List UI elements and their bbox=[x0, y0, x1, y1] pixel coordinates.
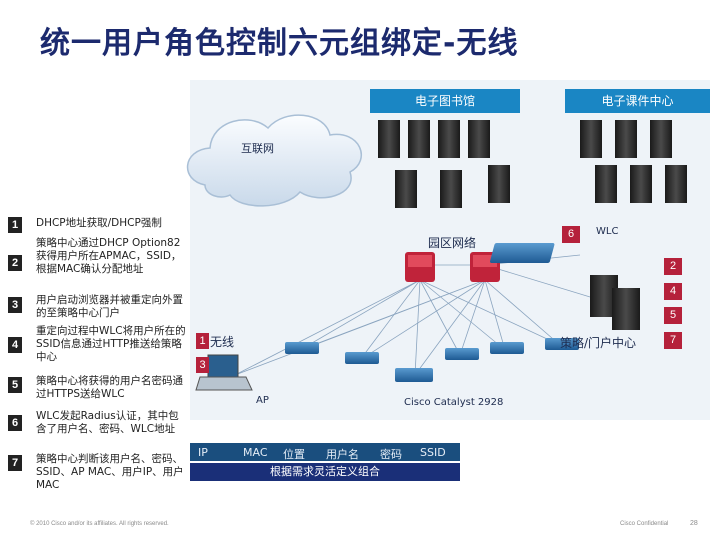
portal-step-badge-4: 7 bbox=[664, 332, 682, 349]
library-banner: 电子图书馆 bbox=[370, 89, 520, 113]
step-text: 策略中心将获得的用户名密码通过HTTPS送给WLC bbox=[36, 375, 183, 400]
portal-servers bbox=[590, 275, 640, 330]
step-text: 重定向过程中WLC将用户所在的SSID信息通过HTTP推送给策略中心 bbox=[36, 325, 186, 363]
attribute-combo-caption: 根据需求灵活定义组合 bbox=[190, 463, 460, 481]
attr-mac: MAC bbox=[243, 446, 268, 459]
courseware-banner: 电子课件中心 bbox=[565, 89, 710, 113]
policy-portal-label: 策略/门户中心 bbox=[560, 336, 637, 350]
attr-ip: IP bbox=[198, 446, 208, 459]
page-number: 28 bbox=[690, 520, 698, 527]
access-points bbox=[285, 338, 579, 382]
internet-label: 互联网 bbox=[241, 142, 274, 155]
copyright: © 2010 Cisco and/or its affiliates. All … bbox=[30, 521, 169, 527]
wireless-label: 无线 bbox=[210, 335, 235, 349]
switch-label: Cisco Catalyst 2928 bbox=[404, 397, 504, 408]
attr-password: 密码 bbox=[380, 448, 402, 461]
laptop-icon bbox=[195, 354, 253, 391]
campus-network-label: 园区网络 bbox=[428, 236, 477, 250]
portal-step-badge-1: 2 bbox=[664, 258, 682, 275]
step-text: 用户启动浏览器并被重定向外置的至策略中心门户 bbox=[36, 294, 183, 319]
portal-step-badge-3: 5 bbox=[664, 307, 682, 324]
wlc-step-badge: 6 bbox=[562, 226, 580, 243]
wireless-step-badge-2: 3 bbox=[196, 357, 209, 373]
step-text: 策略中心通过DHCP Option82获得用户所在APMAC，SSID，根据MA… bbox=[36, 237, 182, 275]
step-text: 策略中心判断该用户名、密码、SSID、AP MAC、用户IP、用户MAC bbox=[36, 453, 184, 491]
portal-step-badge-2: 4 bbox=[664, 283, 682, 300]
step-number: 4 bbox=[8, 337, 22, 353]
step-number: 5 bbox=[8, 377, 22, 393]
step-number: 6 bbox=[8, 415, 22, 431]
core-switches bbox=[405, 252, 500, 282]
attribute-bar bbox=[190, 443, 460, 461]
step-number: 2 bbox=[8, 255, 22, 271]
wireless-step-badge-1: 1 bbox=[196, 333, 209, 349]
ap-label: AP bbox=[256, 395, 269, 406]
attr-username: 用户名 bbox=[326, 448, 359, 461]
courseware-servers bbox=[580, 120, 687, 203]
step-number: 1 bbox=[8, 217, 22, 233]
wlc-device bbox=[489, 243, 555, 263]
wlc-label: WLC bbox=[596, 226, 619, 237]
slide-title: 统一用户角色控制六元组绑定-无线 bbox=[40, 26, 519, 61]
confidential-label: Cisco Confidential bbox=[620, 521, 669, 527]
step-number: 7 bbox=[8, 455, 22, 471]
step-text: WLC发起Radius认证，其中包含了用户名、密码、WLC地址 bbox=[36, 410, 179, 435]
attr-ssid: SSID bbox=[420, 446, 446, 459]
library-servers bbox=[378, 120, 510, 208]
attr-location: 位置 bbox=[283, 448, 305, 461]
step-number: 3 bbox=[8, 297, 22, 313]
step-text: DHCP地址获取/DHCP强制 bbox=[36, 217, 162, 229]
internet-cloud bbox=[186, 114, 362, 207]
